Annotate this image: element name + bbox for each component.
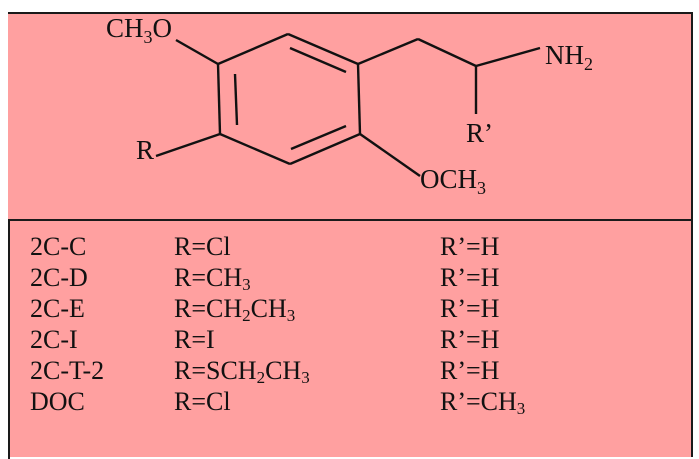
r-prime-substituent: R’=H	[440, 232, 499, 262]
compound-name: 2C-T-2	[30, 356, 105, 385]
benzene-ring	[155, 32, 541, 177]
subscript: 2	[256, 368, 266, 387]
r-substituent: R=CH2CH3	[174, 294, 295, 324]
ring-bond	[356, 63, 362, 135]
formula-text: R=I	[174, 325, 215, 354]
r-prime-substituent: R’=H	[440, 325, 499, 355]
compound-name: 2C-D	[30, 263, 88, 292]
formula-text: R’=H	[440, 232, 500, 261]
r-bond	[155, 132, 221, 158]
compound-name: 2C-C	[30, 232, 87, 261]
r-prime-label: R’	[466, 118, 493, 148]
r-label: R	[136, 135, 154, 165]
formula-text: R=CH	[174, 263, 243, 292]
subscript: 3	[516, 399, 526, 418]
methoxy-top-label: CH3O	[106, 14, 172, 47]
subscript: 3	[301, 368, 310, 387]
ring-bond	[289, 132, 361, 166]
compound-name: DOC	[30, 387, 85, 416]
r-prime-substituent: R’=H	[440, 294, 499, 324]
methoxy-bottom-bond	[359, 133, 421, 177]
formula-text: R=Cl	[174, 232, 231, 261]
formula-text: R=CH	[174, 294, 243, 323]
formula-text: CH	[265, 356, 302, 385]
subscript: 2	[242, 306, 251, 325]
subscript: 3	[286, 306, 296, 325]
side-chain-bond	[357, 37, 419, 66]
ring-bond	[287, 32, 359, 66]
formula-text: R’=H	[440, 325, 500, 354]
r-substituent: R=Cl	[174, 387, 231, 417]
ring-bond	[217, 32, 289, 66]
side-chain-bond	[417, 37, 477, 68]
formula-text: R=Cl	[174, 387, 231, 416]
formula-text: R’=H	[440, 356, 500, 385]
r-substituent: R=CH3	[174, 263, 251, 293]
r-prime-substituent: R’=CH3	[440, 387, 525, 417]
r-prime-substituent: R’=H	[440, 263, 499, 293]
formula-text: R’=H	[440, 294, 500, 323]
formula-text: R=SCH	[174, 356, 257, 385]
subscript: 3	[242, 275, 251, 294]
r-substituent: R=I	[174, 325, 215, 355]
amine-label: NH2	[545, 40, 593, 74]
compound-name: 2C-E	[30, 294, 85, 323]
table-left-border	[8, 221, 10, 459]
compound-name: 2C-I	[30, 325, 78, 354]
methoxy-bottom-label: OCH3	[420, 164, 486, 198]
amine-bond	[475, 46, 541, 68]
ring-double-bond	[290, 124, 347, 151]
ring-double-bond	[233, 73, 239, 126]
r-substituent: R=Cl	[174, 232, 231, 262]
ring-bond	[216, 63, 222, 135]
methoxy-top-bond	[175, 38, 219, 66]
formula-text: CH	[250, 294, 287, 323]
r-substituent: R=SCH2CH3	[174, 356, 310, 386]
chemical-structure: CH3O NH2 R’ R OCH3	[106, 14, 593, 198]
formula-text: R’=H	[440, 263, 500, 292]
ring-double-bond	[289, 46, 347, 74]
section-divider	[8, 219, 691, 221]
r-prime-substituent: R’=H	[440, 356, 499, 386]
ring-bond	[219, 132, 291, 166]
formula-text: R’=CH	[440, 387, 517, 416]
